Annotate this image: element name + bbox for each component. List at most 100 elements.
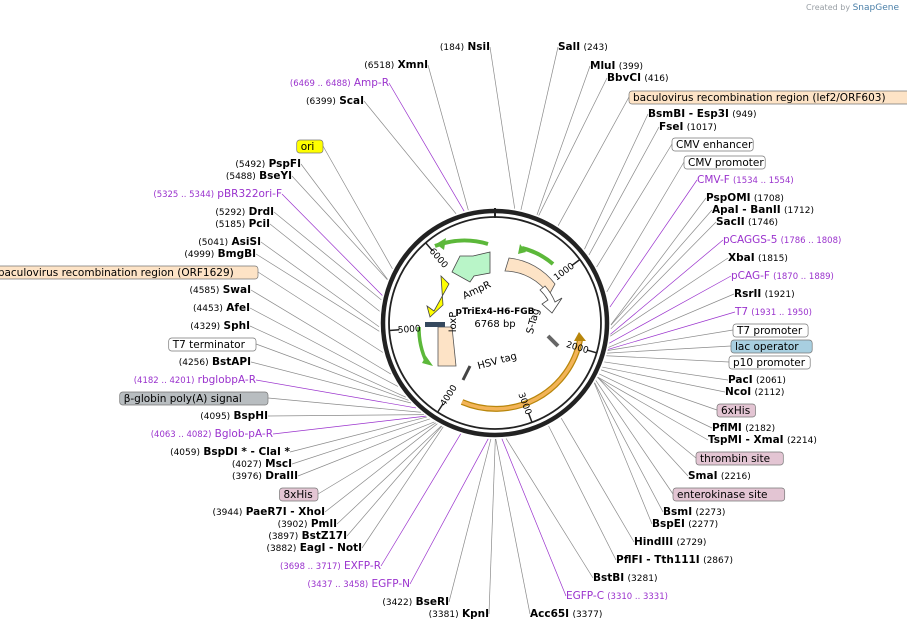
enzyme-text: (5492) PspFI bbox=[235, 158, 301, 170]
enzyme-position: (3377) bbox=[572, 610, 602, 620]
feature-box bbox=[628, 90, 907, 105]
enzyme-position: (2867) bbox=[703, 556, 733, 566]
feature-label-p10-promoter: p10 promoter bbox=[728, 355, 811, 370]
enzyme-name: FseI bbox=[659, 121, 683, 133]
enzyme-text: Acc65I (3377) bbox=[530, 608, 602, 620]
baculo-orf1629-box bbox=[437, 326, 457, 367]
primer-range: (4063 .. 4082) bbox=[151, 430, 212, 440]
cmv-arrowhead bbox=[518, 244, 526, 254]
enzyme-name: BstZ17I bbox=[302, 530, 347, 542]
enzyme-position: (4095) bbox=[200, 412, 230, 422]
feature-box bbox=[732, 323, 809, 338]
leader-line bbox=[610, 209, 713, 326]
leader-line bbox=[597, 376, 689, 477]
feature-label-ori: ori bbox=[296, 139, 324, 154]
enzyme-position: (3902) bbox=[278, 520, 308, 530]
leader-line bbox=[610, 239, 724, 335]
primer-text: (4182 .. 4201) rbglobpA-R bbox=[134, 374, 256, 386]
enzyme-name: ScaI bbox=[339, 95, 364, 107]
enzyme-text: FseI (1017) bbox=[659, 121, 717, 133]
leader-line bbox=[520, 46, 559, 211]
leader-line bbox=[501, 438, 567, 597]
enzyme-position: (4027) bbox=[232, 460, 262, 470]
enzyme-label-bseri: (3422) BseRI bbox=[382, 596, 449, 608]
enzyme-name: AfeI bbox=[226, 302, 250, 314]
enzyme-position: (6518) bbox=[364, 61, 394, 71]
primer-range: (1786 .. 1808) bbox=[781, 236, 842, 246]
enzyme-name: BsmBI - Esp3I bbox=[648, 108, 729, 120]
enzyme-text: (3897) BstZ17I bbox=[268, 530, 347, 542]
enzyme-text: XbaI (1815) bbox=[728, 252, 788, 264]
enzyme-position: (2273) bbox=[695, 508, 725, 518]
enzyme-text: (3944) PaeR7I - XhoI bbox=[212, 506, 325, 518]
feature-box bbox=[168, 337, 257, 352]
feature-name: p10 promoter bbox=[733, 357, 806, 369]
feature-name: T7 promoter bbox=[736, 325, 803, 337]
enzyme-name: MluI bbox=[590, 60, 615, 72]
enzyme-label-fsei: FseI (1017) bbox=[659, 121, 717, 133]
enzyme-text: (4027) MscI bbox=[232, 458, 292, 470]
primer-label-rbglobpa-r: (4182 .. 4201) rbglobpA-R bbox=[134, 374, 256, 386]
enzyme-position: (2277) bbox=[688, 520, 718, 530]
primer-label-pbr322ori-f: (5325 .. 5344) pBR322ori-F bbox=[153, 188, 282, 200]
leader-line bbox=[324, 423, 438, 513]
enzyme-label-nsii: (184) NsiI bbox=[440, 41, 490, 53]
enzyme-label-drdi: (5292) DrdI bbox=[215, 206, 274, 218]
enzyme-position: (4256) bbox=[179, 358, 209, 368]
leader-line bbox=[597, 376, 709, 441]
enzyme-position: (3381) bbox=[429, 610, 459, 620]
feature-box bbox=[716, 403, 756, 418]
enzyme-label-rsrii: RsrII (1921) bbox=[734, 288, 795, 300]
enzyme-position: (4059) bbox=[170, 448, 200, 458]
primer-label-egfp-n: (3437 .. 3458) EGFP-N bbox=[308, 578, 410, 590]
enzyme-name: PflMI bbox=[712, 422, 742, 434]
feature-name: baculovirus recombination region (lef2/O… bbox=[633, 92, 886, 104]
primer-label-exfp-r: (3698 .. 3717) EXFP-R bbox=[280, 560, 381, 572]
feature-label-cmv-enhancer: CMV enhancer bbox=[671, 137, 754, 152]
primer-text: (4063 .. 4082) Bglob-pA-R bbox=[151, 428, 273, 440]
leader-line bbox=[599, 373, 713, 429]
feature-name: lac operator bbox=[735, 341, 799, 353]
leader-line bbox=[317, 422, 437, 495]
enzyme-text: (3882) EagI - NotI bbox=[266, 542, 362, 554]
leader-line bbox=[388, 82, 465, 212]
feature-name: β-globin poly(A) signal bbox=[124, 393, 242, 405]
enzyme-text: (4329) SphI bbox=[190, 320, 250, 332]
feature-name: CMV promoter bbox=[688, 157, 764, 169]
leader-line bbox=[336, 425, 442, 525]
enzyme-label-apai-banii: ApaI - BanII (1712) bbox=[712, 204, 814, 216]
primer-text: T7 (1931 .. 1950) bbox=[734, 306, 812, 318]
enzyme-label-swai: (4585) SwaI bbox=[189, 284, 251, 296]
enzyme-text: (3381) KpnI bbox=[429, 608, 489, 620]
leader-line bbox=[610, 221, 717, 330]
enzyme-label-sphi: (4329) SphI bbox=[190, 320, 250, 332]
enzyme-label-pspomi: PspOMI (1708) bbox=[706, 192, 784, 204]
lox-site-box bbox=[425, 322, 445, 327]
enzyme-position: (3281) bbox=[628, 574, 658, 584]
feature-label-globin-poly-a-signal: β-globin poly(A) signal bbox=[119, 391, 269, 406]
leader-line bbox=[346, 425, 443, 537]
enzyme-text: ApaI - BanII (1712) bbox=[712, 204, 814, 216]
enzyme-position: (5492) bbox=[235, 160, 265, 170]
primer-name: Amp-R bbox=[354, 77, 389, 89]
enzyme-position: (2729) bbox=[676, 538, 706, 548]
enzyme-position: (2112) bbox=[754, 388, 784, 398]
enzyme-position: (1746) bbox=[748, 218, 778, 228]
enzyme-name: PspFI bbox=[269, 158, 301, 170]
leader-line bbox=[607, 311, 736, 350]
enzyme-label-bsmbi-esp3i: BsmBI - Esp3I (949) bbox=[648, 108, 756, 120]
enzyme-text: BspEI (2277) bbox=[652, 518, 718, 530]
leader-line bbox=[260, 241, 380, 328]
primer-name: Bglob-pA-R bbox=[215, 428, 273, 440]
enzyme-name: BmgBI bbox=[218, 248, 256, 260]
enzyme-label-pspfi: (5492) PspFI bbox=[235, 158, 301, 170]
enzyme-name: BsmI bbox=[663, 506, 692, 518]
feature-name: ori bbox=[301, 141, 315, 153]
enzyme-label-pflmi: PflMI (2182) bbox=[712, 422, 775, 434]
enzyme-text: HindIII (2729) bbox=[634, 536, 706, 548]
leader-line bbox=[548, 425, 617, 561]
primer-name: EXFP-R bbox=[344, 560, 381, 572]
primer-text: (3698 .. 3717) EXFP-R bbox=[280, 560, 381, 572]
